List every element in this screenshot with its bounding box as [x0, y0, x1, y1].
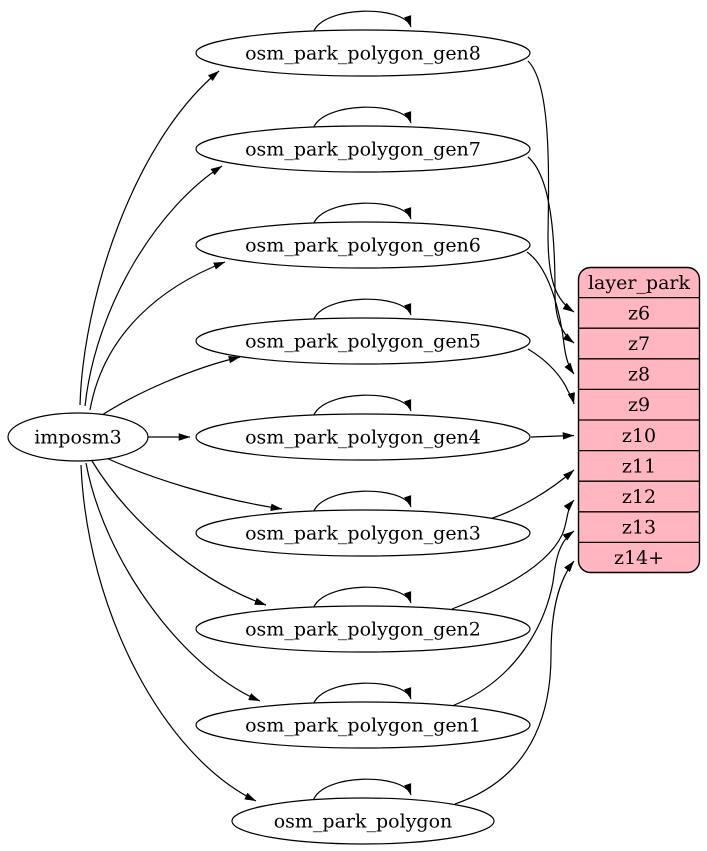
osm-park-polygon-gen6-ellipse [195, 221, 531, 269]
zoom-row-z8: z8 [628, 364, 650, 386]
node-osm-park-polygon-gen8: osm_park_polygon_gen8 [195, 29, 531, 77]
edge-osm-park-polygon-gen8-to-z6 [527, 60, 575, 313]
osm-park-polygon-gen8-label: osm_park_polygon_gen8 [245, 43, 481, 65]
osm-park-polygon-gen3-label: osm_park_polygon_gen3 [245, 523, 481, 545]
edge-imposm3-to-osm-park-polygon-gen3 [103, 456, 283, 511]
node-osm-park-polygon-gen2: osm_park_polygon_gen2 [195, 605, 531, 653]
zoom-row-z12: z12 [622, 486, 656, 508]
osm-park-polygon-gen4-label: osm_park_polygon_gen4 [245, 427, 481, 449]
edge-imposm3-to-osm-park-polygon-gen6 [89, 261, 226, 411]
self-loop-osm-park-polygon-gen2 [312, 586, 412, 610]
osm-park-polygon-gen8-ellipse [195, 29, 531, 77]
zoom-row-z10: z10 [622, 425, 656, 447]
self-loop-osm-park-polygon-gen5 [312, 298, 412, 322]
zoom-row-z7: z7 [628, 333, 650, 355]
edge-imposm3-to-osm-park-polygon-gen5 [101, 355, 241, 416]
osm-park-polygon-gen1-ellipse [195, 701, 531, 749]
osm-park-polygon-gen7-label: osm_park_polygon_gen7 [245, 139, 481, 161]
self-loop-osm-park-polygon [312, 778, 412, 802]
self-loop-osm-park-polygon-gen3 [312, 490, 412, 514]
imposm3-ellipse [7, 412, 149, 462]
edge-osm-park-polygon-to-z14 [454, 560, 575, 805]
self-loop-osm-park-polygon-gen4 [312, 394, 412, 418]
osm-park-polygon-ellipse [231, 797, 495, 845]
osm-park-polygon-gen5-label: osm_park_polygon_gen5 [245, 331, 481, 353]
node-layer-park: layer_park z6 z7 z8 z9 z10 z11 z12 z13 z… [577, 266, 701, 574]
zoom-row-z13: z13 [622, 517, 656, 539]
imposm3-label: imposm3 [34, 427, 122, 449]
zoom-row-z11: z11 [622, 455, 656, 477]
edge-osm-park-polygon-gen3-to-z11 [489, 469, 575, 520]
edge-osm-park-polygon-gen7-to-z7 [527, 156, 575, 344]
self-loop-osm-park-polygon-gen7 [312, 106, 412, 130]
node-osm-park-polygon-gen5: osm_park_polygon_gen5 [195, 317, 531, 365]
self-loop-osm-park-polygon-gen1 [312, 682, 412, 706]
node-osm-park-polygon-gen6: osm_park_polygon_gen6 [195, 221, 531, 269]
osm-park-polygon-gen6-label: osm_park_polygon_gen6 [245, 235, 481, 257]
edge-osm-park-polygon-gen2-to-z12 [451, 499, 575, 610]
edge-imposm3-to-osm-park-polygon-gen2 [91, 460, 267, 606]
self-loop-osm-park-polygon-gen8 [312, 10, 412, 34]
edge-osm-park-polygon-gen1-to-z13 [451, 530, 575, 707]
zoom-row-z6: z6 [628, 303, 650, 325]
zoom-row-z14: z14+ [614, 547, 664, 569]
self-loop-osm-park-polygon-gen6 [312, 202, 412, 226]
edge-imposm3-to-osm-park-polygon-gen8 [79, 70, 220, 406]
self-loops [312, 10, 412, 802]
edge-imposm3-to-osm-park-polygon-gen1 [85, 462, 261, 702]
edges-from-imposm3 [79, 70, 283, 802]
edge-imposm3-to-osm-park-polygon [80, 464, 257, 802]
node-osm-park-polygon-gen4: osm_park_polygon_gen4 [195, 413, 531, 461]
edge-imposm3-to-osm-park-polygon-gen7 [84, 165, 223, 407]
node-imposm3: imposm3 [7, 412, 149, 462]
zoom-row-z9: z9 [628, 394, 650, 416]
edge-osm-park-polygon-gen5-to-z9 [527, 348, 575, 405]
node-osm-park-polygon-gen3: osm_park_polygon_gen3 [195, 509, 531, 557]
osm-park-polygon-label: osm_park_polygon [274, 811, 453, 833]
node-osm-park-polygon: osm_park_polygon [231, 797, 495, 845]
osm-park-polygon-gen1-label: osm_park_polygon_gen1 [245, 715, 481, 737]
layer-park-title: layer_park [588, 272, 691, 294]
osm-park-polygon-gen5-ellipse [195, 317, 531, 365]
node-osm-park-polygon-gen7: osm_park_polygon_gen7 [195, 125, 531, 173]
osm-park-polygon-gen7-ellipse [195, 125, 531, 173]
osm-park-polygon-gen4-ellipse [195, 413, 531, 461]
edges-to-layer-park [451, 60, 575, 805]
edge-osm-park-polygon-gen6-to-z8 [526, 251, 575, 375]
osm-park-polygon-gen2-label: osm_park_polygon_gen2 [245, 619, 481, 641]
osm-park-polygon-gen2-ellipse [195, 605, 531, 653]
osm-park-polygon-gen3-ellipse [195, 509, 531, 557]
edge-osm-park-polygon-gen4-to-z10 [530, 432, 575, 440]
node-osm-park-polygon-gen1: osm_park_polygon_gen1 [195, 701, 531, 749]
